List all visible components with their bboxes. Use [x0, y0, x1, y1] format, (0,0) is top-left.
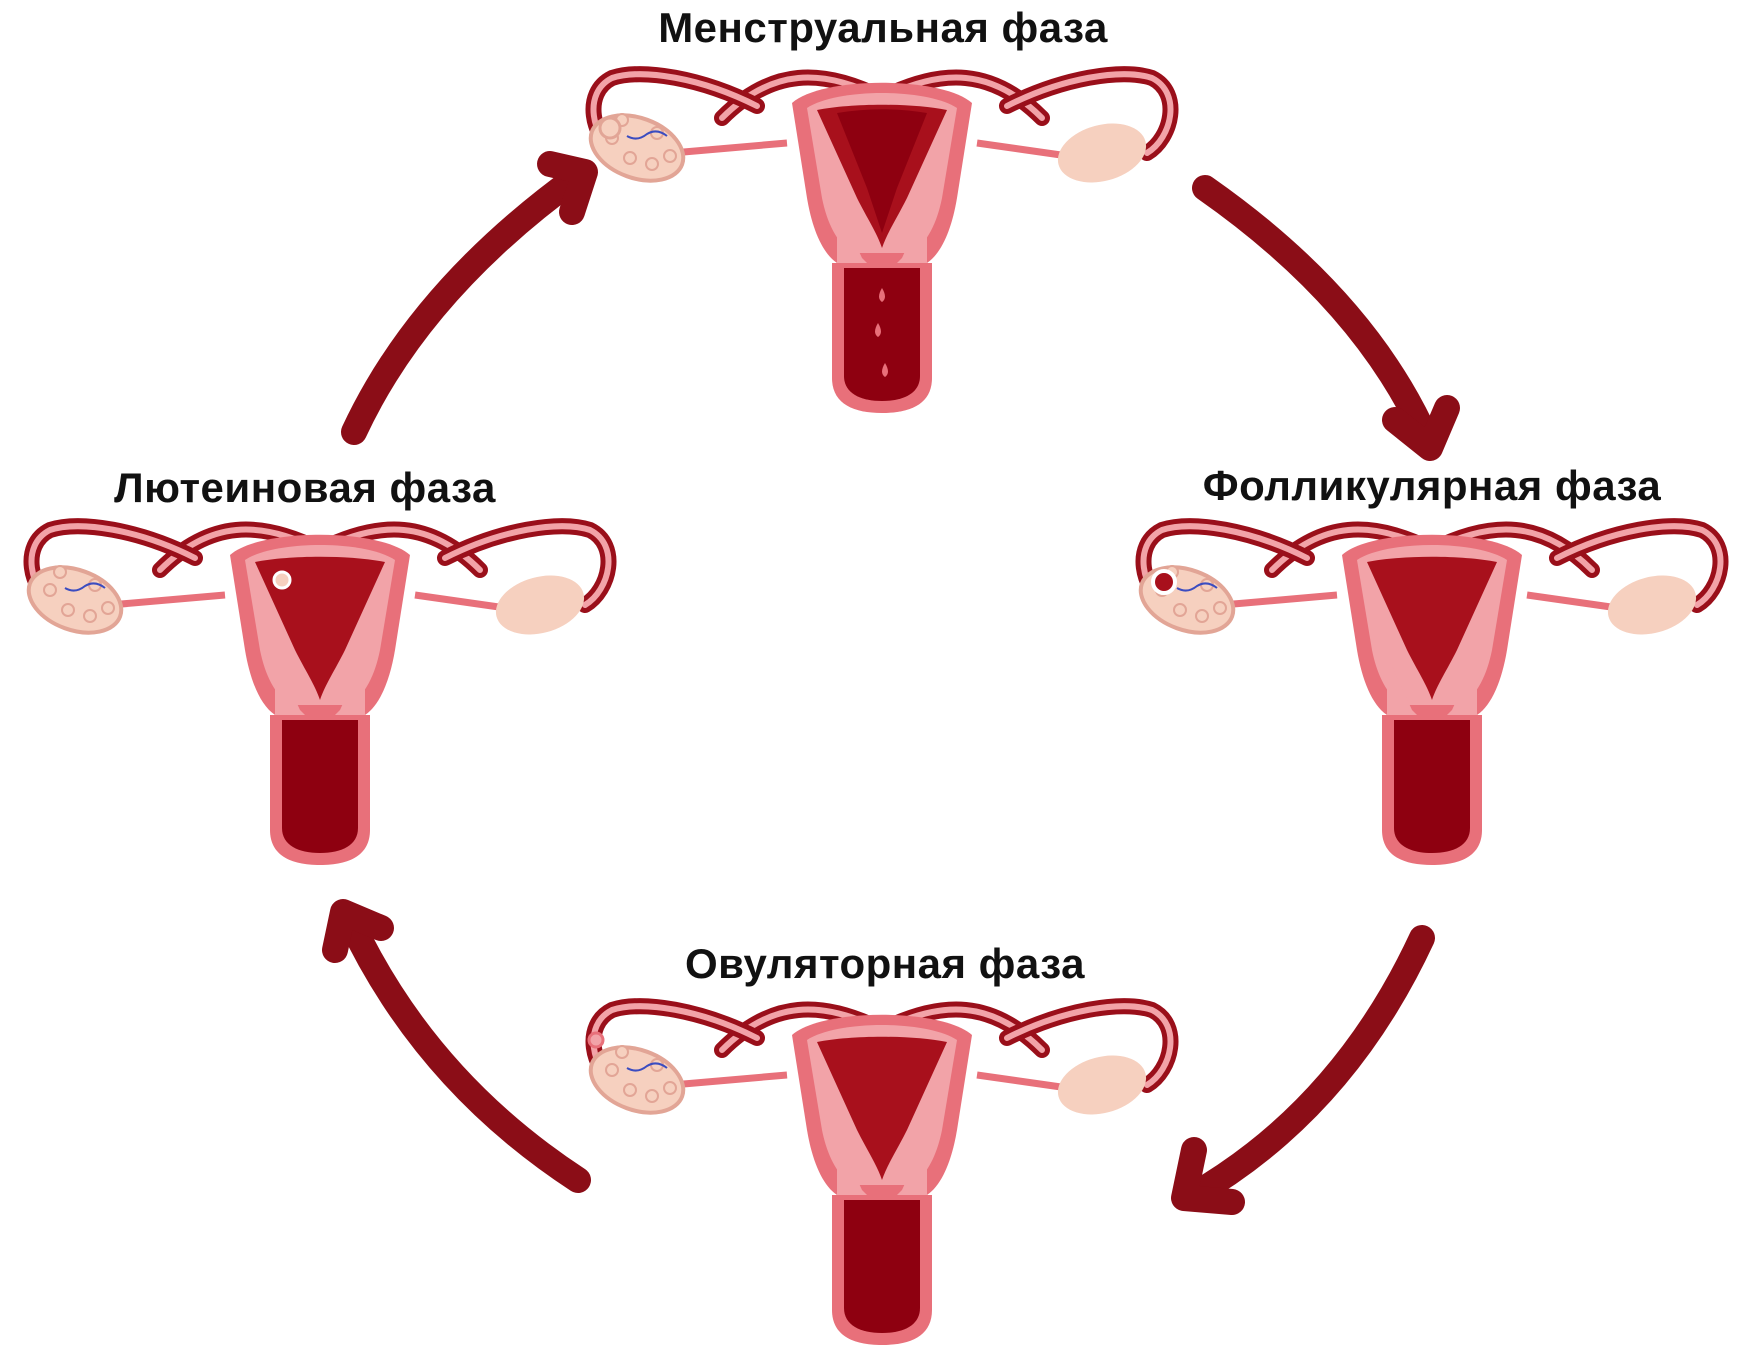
uterus-ovulatory	[582, 990, 1182, 1350]
label-menstrual-phase: Менструальная фаза	[658, 4, 1108, 52]
label-ovulatory-phase: Овуляторная фаза	[685, 940, 1085, 988]
label-luteal-phase: Лютеиновая фаза	[114, 464, 496, 512]
uterus-luteal	[20, 510, 620, 870]
arrow-ovulatory-to-luteal	[350, 920, 578, 1180]
uterus-follicular	[1132, 510, 1732, 870]
uterus-menstrual	[582, 58, 1182, 418]
arrow-follicular-to-ovulatory	[1192, 938, 1422, 1196]
arrow-menstrual-to-follicular	[1205, 188, 1427, 440]
arrow-luteal-to-menstrual	[354, 176, 578, 432]
label-follicular-phase: Фолликулярная фаза	[1203, 462, 1662, 510]
